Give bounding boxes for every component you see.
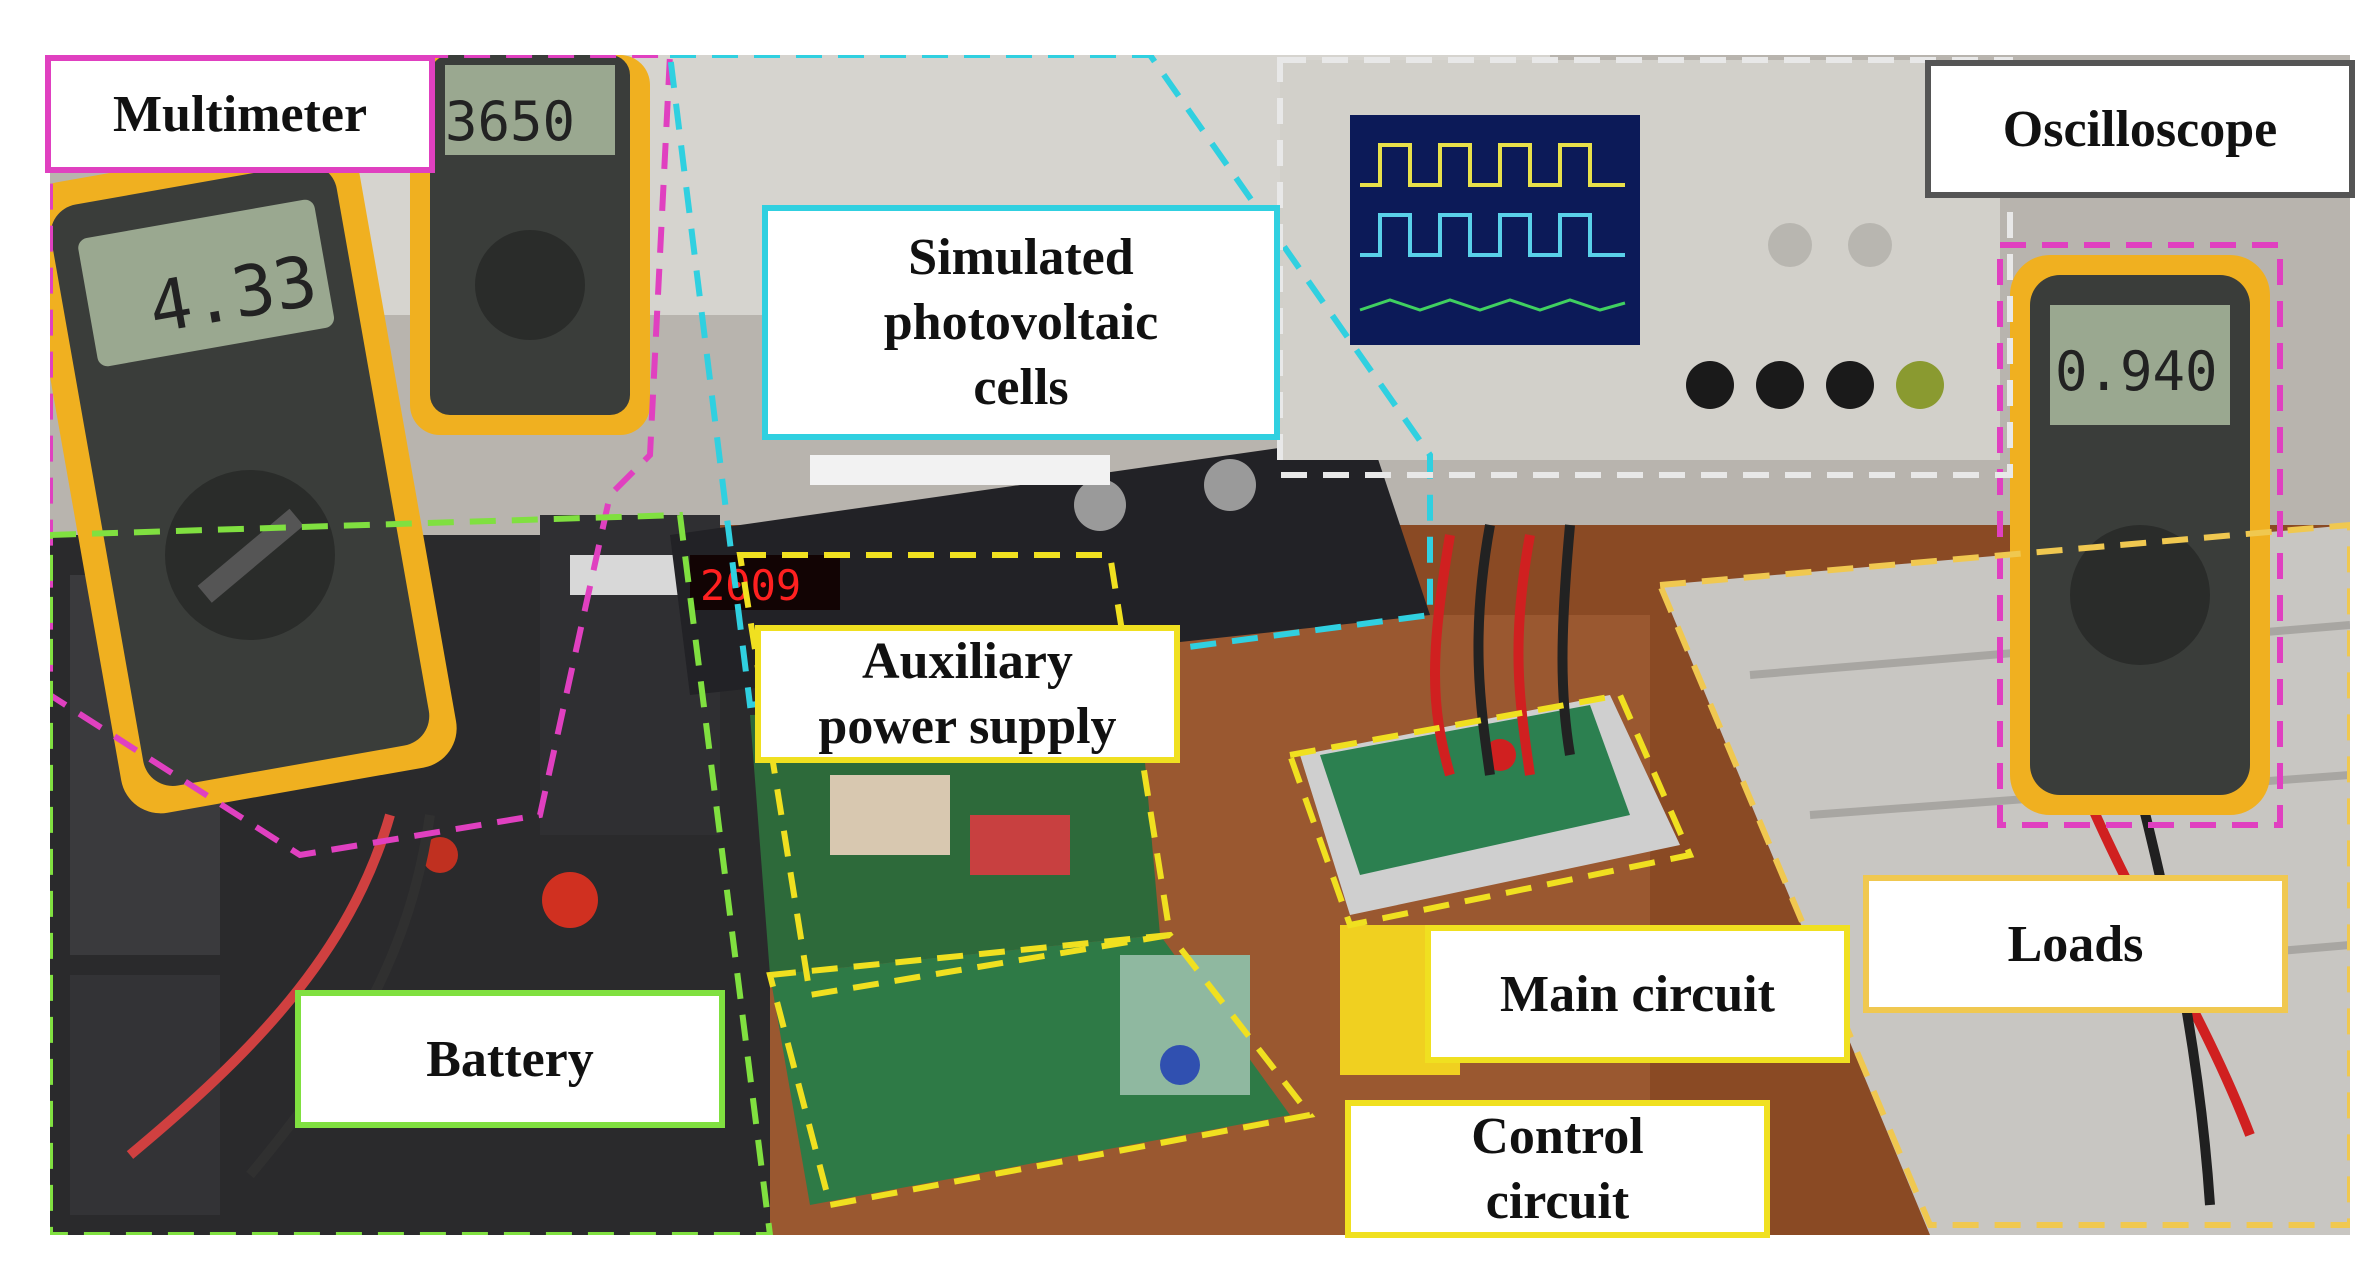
label-auxiliary-power-supply: Auxiliary power supply [755,625,1180,763]
psu-display: 2009 [700,561,801,610]
label-oscilloscope: Oscilloscope [1925,60,2355,198]
multimeter-right: 0.940 [2010,255,2270,815]
meter-right-reading: 0.940 [2055,340,2218,403]
battery-outline [50,511,774,1235]
auxiliary-outline [736,552,1174,999]
label-battery: Battery [295,990,725,1128]
main-circuit-outline [1285,691,1695,929]
label-simulated-pv-cells: Simulated photovoltaic cells [762,205,1280,440]
auxiliary-board [750,705,1160,975]
oscilloscope-outline [1277,57,2013,478]
oscilloscope-device [1280,60,2000,460]
label-multimeter: Multimeter [45,55,435,173]
meter-back-reading: 3650 [445,90,575,153]
label-loads: Loads [1863,875,2288,1013]
multimeter-back: 3650 [410,55,650,435]
label-main-circuit: Main circuit [1425,925,1850,1063]
multimeter-left: 4.33 [50,136,457,814]
control-outline [766,931,1316,1209]
control-board [770,935,1290,1205]
multimeter-right-outline [1997,242,2283,828]
label-control-circuit: Control circuit [1345,1100,1770,1238]
